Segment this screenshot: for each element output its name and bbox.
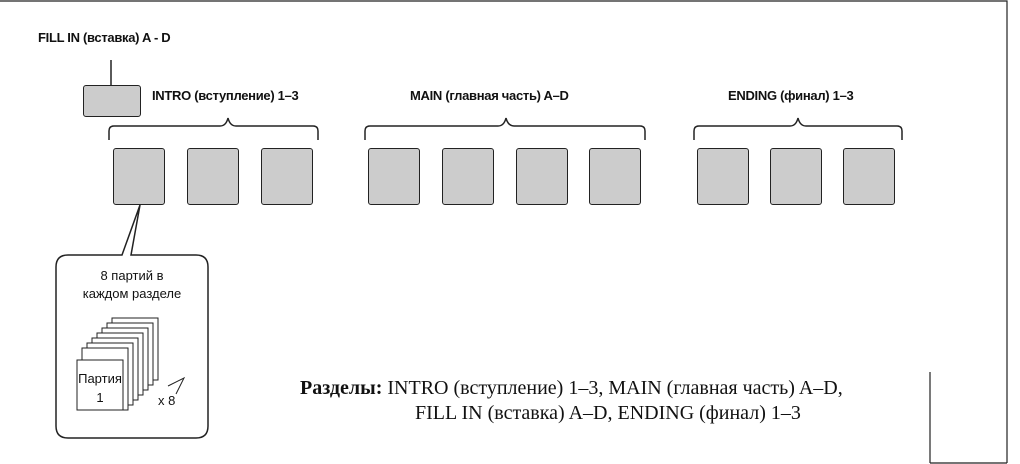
intro-label: INTRO (вступление) 1–3 <box>152 88 299 103</box>
callout-text: 8 партий в каждом разделе <box>56 267 208 303</box>
main-label: MAIN (главная часть) A–D <box>410 88 569 103</box>
ending-label: ENDING (финал) 1–3 <box>728 88 854 103</box>
multiplier-label: x 8 <box>158 393 176 408</box>
multiplier-arrow <box>167 376 186 395</box>
fill-in-label: FILL IN (вставка) A - D <box>38 30 171 45</box>
ending-brace <box>693 117 903 140</box>
main-pad-d[interactable] <box>589 148 641 205</box>
part-label: Партия 1 <box>76 369 124 407</box>
intro-brace <box>108 117 319 140</box>
intro-pad-2[interactable] <box>187 148 239 205</box>
part-label-line-2: 1 <box>96 390 104 405</box>
ending-pad-3[interactable] <box>843 148 895 205</box>
callout-line-1: 8 партий в <box>100 268 164 283</box>
main-brace <box>364 117 646 140</box>
intro-pad-3[interactable] <box>261 148 313 205</box>
main-pad-b[interactable] <box>442 148 494 205</box>
callout-line-2: каждом разделе <box>82 286 182 301</box>
ending-pad-2[interactable] <box>770 148 822 205</box>
summary-line-2: FILL IN (вставка) A–D, ENDING (финал) 1–… <box>415 402 801 424</box>
sections-summary: Разделы: INTRO (вступление) 1–3, MAIN (г… <box>300 376 843 426</box>
main-pad-c[interactable] <box>516 148 568 205</box>
fill-in-pad[interactable] <box>83 85 141 117</box>
main-pad-a[interactable] <box>368 148 420 205</box>
summary-line-1: INTRO (вступление) 1–3, MAIN (главная ча… <box>387 377 843 399</box>
summary-heading: Разделы: <box>300 377 383 399</box>
intro-pad-1[interactable] <box>113 148 165 205</box>
part-sheets-stack <box>76 317 159 411</box>
part-label-line-1: Партия <box>78 371 122 386</box>
ending-pad-1[interactable] <box>697 148 749 205</box>
